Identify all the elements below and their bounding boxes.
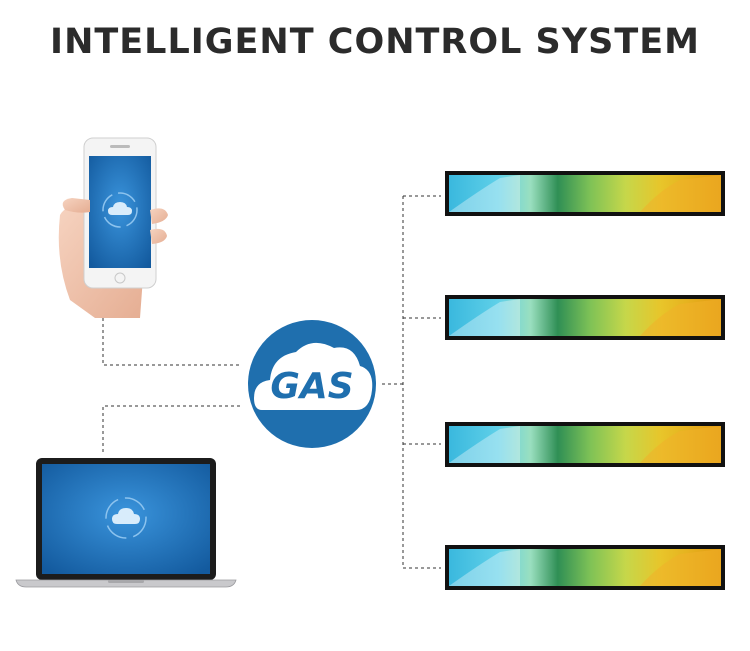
- bar-display-3: [445, 422, 725, 467]
- phone-speaker: [110, 145, 130, 148]
- hand-finger: [150, 208, 168, 224]
- laptop-base: [15, 579, 237, 588]
- cloud-icon: [254, 342, 373, 410]
- connector-lines: [102, 195, 441, 569]
- laptop: [15, 458, 237, 588]
- laptop-cloud-icon: [105, 497, 147, 539]
- bar-display-1: [445, 171, 725, 216]
- page-title: INTELLIGENT CONTROL SYSTEM: [50, 22, 700, 62]
- phone-home-button: [114, 272, 126, 284]
- hub-logo: GAS: [248, 320, 376, 448]
- bar-display-2: [445, 295, 725, 340]
- hand-thumb: [62, 198, 90, 213]
- laptop-notch: [108, 580, 144, 583]
- phone-cloud-icon: [102, 192, 138, 228]
- hand-finger: [150, 228, 167, 244]
- bar-displays: [445, 171, 725, 590]
- bar-display-4: [445, 545, 725, 590]
- laptop-connector: [102, 405, 242, 452]
- smartphone: [58, 137, 168, 318]
- hub-logo-text: GAS: [270, 366, 353, 407]
- phone-connector: [102, 318, 242, 366]
